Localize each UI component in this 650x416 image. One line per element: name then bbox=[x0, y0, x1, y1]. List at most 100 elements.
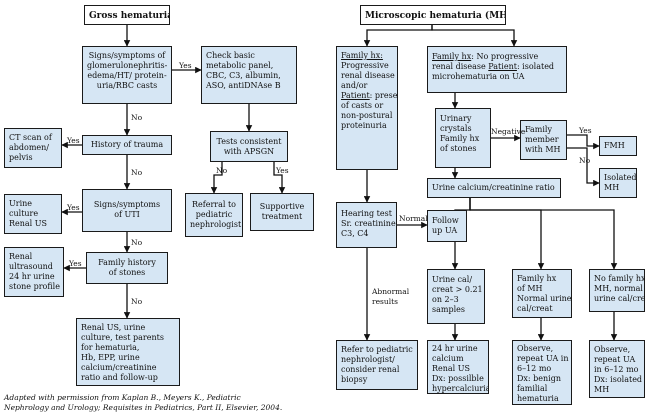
label-trauma-yes: Yes bbox=[67, 136, 80, 145]
box-text-line: on 2–3 bbox=[432, 295, 459, 304]
box-text-line: Dx: possilble bbox=[432, 374, 484, 383]
box-text-line: of UTI bbox=[114, 210, 140, 219]
arrow-familymember-to-isolated bbox=[567, 147, 600, 187]
box-text-line: in 6–12 mo bbox=[594, 365, 639, 374]
box-text-line: Signs/symptoms of bbox=[88, 51, 166, 60]
label-uti-yes: Yes bbox=[67, 203, 80, 212]
box-text-line: Normal urine bbox=[517, 294, 572, 303]
box-text-line: Renal US, urine bbox=[81, 323, 146, 332]
box-text-line: CBC, C3, albumin, bbox=[206, 71, 281, 80]
box-text-line: Referral to bbox=[191, 200, 236, 209]
box-text-line: Sr. creatinine, bbox=[341, 219, 397, 228]
box-text-line: Gross hematuria bbox=[89, 11, 170, 21]
box-text-line: repeat UA in bbox=[517, 354, 569, 363]
box-text-line: Signs/symptoms bbox=[93, 200, 161, 209]
arrow-apsgn-to-referral bbox=[210, 162, 223, 194]
micro-fmh-box: FMH bbox=[599, 136, 637, 156]
box-text-line: MH bbox=[604, 183, 620, 192]
label-stones-no: No bbox=[131, 297, 143, 306]
box-text-line: Dx: isolated bbox=[594, 375, 643, 384]
label-crystals-negative: Negative bbox=[491, 127, 526, 136]
arrow-ratio-to-nofamily bbox=[469, 198, 618, 270]
box-text-line: Urinary bbox=[440, 114, 472, 123]
box-text-line: MH bbox=[594, 385, 610, 394]
patient-presence-line: Patient: presence bbox=[341, 91, 398, 100]
box-text-line: calcium bbox=[432, 354, 464, 363]
gross-history-trauma-box: History of trauma bbox=[82, 135, 172, 155]
arrow-apsgn-to-supportive bbox=[273, 162, 286, 194]
box-text-line: calcium/creatinine bbox=[81, 363, 157, 372]
and-or-line: and/or bbox=[341, 81, 368, 90]
box-text-line: member bbox=[525, 135, 559, 144]
non-postural-line: non-postural bbox=[341, 111, 393, 120]
box-text-line: ultrasound bbox=[9, 262, 53, 271]
box-text-line: glomerulonephritis- bbox=[87, 61, 168, 70]
label-gn-yes: Yes bbox=[179, 61, 192, 70]
box-text-line: of stones bbox=[108, 268, 146, 277]
box-text-line: 24 hr urine bbox=[9, 272, 55, 281]
box-text-line: Urine bbox=[9, 199, 33, 208]
box-text-line: No family hx bbox=[594, 274, 645, 283]
gross-hematuria-header: Gross hematuria bbox=[84, 5, 170, 25]
micro-family-progressive-box: Family hx: Progressive renal disease and… bbox=[336, 46, 398, 170]
box-text-line: Hearing test bbox=[341, 209, 392, 218]
label-gn-no: No bbox=[131, 113, 143, 122]
box-text-line: renal disease Patient: isolated bbox=[432, 62, 555, 71]
box-text-line: CT scan of bbox=[9, 133, 52, 142]
micro-hematuria-header: Microscopic hematuria (MH) bbox=[360, 5, 506, 25]
box-text-line: metabolic panel, bbox=[206, 61, 274, 70]
progressive-line: Progressive bbox=[341, 61, 389, 70]
box-text-line: Family history bbox=[98, 258, 156, 267]
box-text-line: MH, normal bbox=[594, 284, 643, 293]
box-text-line: abdomen/ bbox=[9, 143, 49, 152]
box-text-line: with MH bbox=[525, 145, 561, 154]
box-text-line: pediatric bbox=[195, 210, 233, 219]
box-text-line: pelvis bbox=[9, 153, 33, 162]
box-text-line: urine cal/creat bbox=[594, 294, 644, 303]
box-text-line: consider renal bbox=[341, 365, 400, 374]
box-text-line: creat > 0.21 bbox=[432, 285, 483, 294]
box-text-line: stone profile bbox=[9, 282, 60, 291]
box-text-line: Urine calcium/creatinine ratio bbox=[432, 183, 555, 192]
label-abnormal-line1: Abnormal bbox=[372, 287, 410, 296]
box-text-line: ASO, antiDNAse B bbox=[206, 81, 281, 90]
box-text-line: C3, C4 bbox=[341, 229, 369, 238]
box-text-line: cal/creat bbox=[517, 304, 553, 313]
box-text-line: Supportive bbox=[259, 202, 305, 211]
box-text-line: hypercalciuria bbox=[432, 384, 489, 393]
label-apsgn-yes: Yes bbox=[276, 166, 289, 175]
box-text-line: Refer to pediatric bbox=[341, 345, 413, 354]
box-text-line: of MH bbox=[517, 284, 543, 293]
box-text-line: Follow bbox=[432, 216, 459, 225]
box-text-line: microhematuria on UA bbox=[432, 72, 525, 81]
box-text-line: for hematuria, bbox=[81, 343, 140, 352]
box-text-line: Urine cal/ bbox=[432, 275, 473, 284]
box-text-line: biopsy bbox=[341, 375, 368, 384]
box-text-line: Renal bbox=[9, 252, 33, 261]
caption-line-2: Nephrology and Urology; Requisites in Pe… bbox=[4, 403, 283, 412]
source-caption: Adapted with permission from Kaplan B., … bbox=[4, 393, 282, 413]
box-text-line: ratio and follow-up bbox=[81, 373, 158, 382]
arrow-ratio-to-familymh bbox=[469, 198, 545, 270]
box-text-line: Family bbox=[525, 125, 552, 134]
label-uti-no: No bbox=[131, 238, 143, 247]
box-text-line: Dx: benign bbox=[517, 374, 562, 383]
family-hx-label: Family hx: bbox=[341, 51, 383, 60]
